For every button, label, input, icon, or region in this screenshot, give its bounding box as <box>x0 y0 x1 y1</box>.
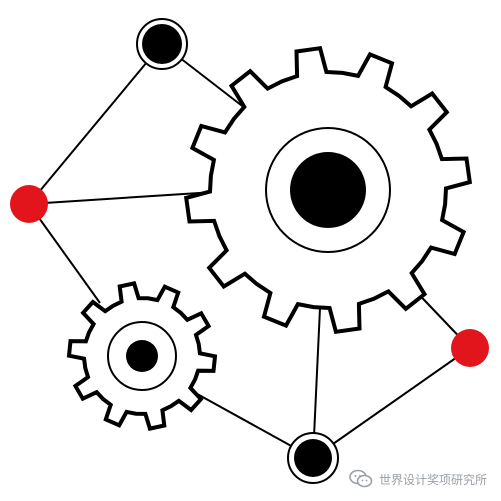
node-bottom <box>287 432 339 484</box>
watermark: 世界设计奖项研究所 <box>349 469 487 489</box>
small-gear <box>66 281 218 431</box>
large-gear-hub <box>290 152 366 228</box>
line-left-gear <box>28 191 216 205</box>
wechat-icon <box>349 469 373 488</box>
watermark-text: 世界设计奖项研究所 <box>378 472 487 487</box>
node-right <box>451 329 489 367</box>
line-top-left <box>28 43 163 205</box>
node-left <box>10 185 48 223</box>
small-gear-hub <box>126 340 158 372</box>
line-left-smallgear <box>28 203 101 304</box>
large-gear <box>183 45 473 335</box>
line-right-bottom <box>312 347 471 459</box>
node-top <box>136 18 188 70</box>
